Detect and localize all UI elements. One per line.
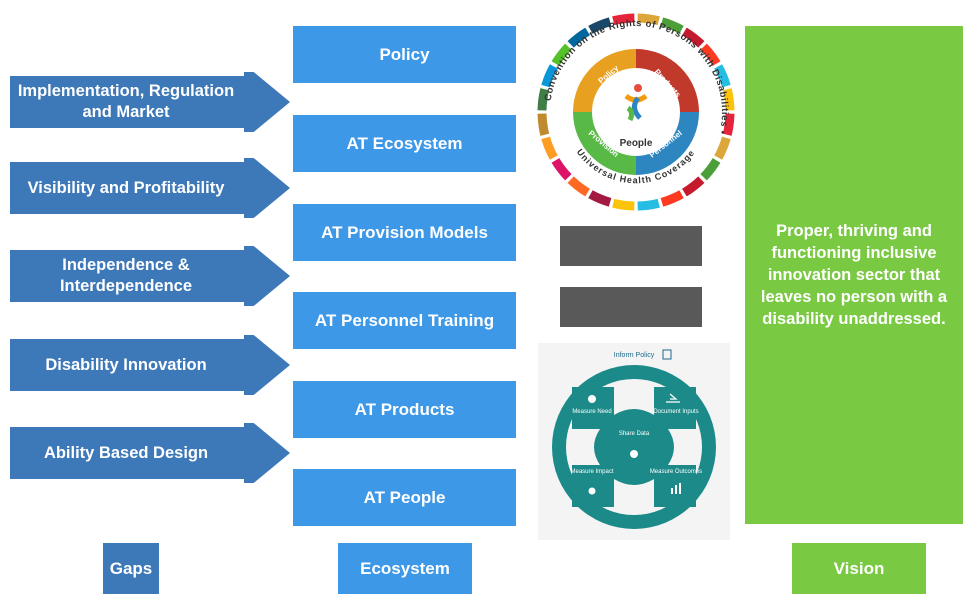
ring-segment <box>537 113 550 136</box>
ecosystem-box-personnel-training: AT Personnel Training <box>293 292 516 349</box>
pie-chart-icon <box>588 395 596 403</box>
ring-segment <box>722 113 735 136</box>
footer-vision: Vision <box>792 543 926 594</box>
ring-segment <box>567 176 590 197</box>
ring-segment <box>700 43 721 66</box>
ring-segment <box>612 13 635 26</box>
gap-label: Ability Based Design <box>43 443 209 462</box>
bar-chart-icon <box>671 483 681 494</box>
ring-segment <box>567 27 590 48</box>
gap-label: Independence & Interdependence <box>59 256 193 295</box>
ring-segment <box>541 64 558 88</box>
ring-segment <box>722 88 735 111</box>
ring-segment <box>682 176 705 197</box>
ecosystem-box-provision-models: AT Provision Models <box>293 204 516 261</box>
ring-segment <box>551 158 572 181</box>
gate-wheel-diagram: Convention on the Rights of Persons with… <box>537 13 735 211</box>
ring-segment <box>637 13 660 26</box>
gap-arrow-1: Implementation, Regulation and Market <box>10 72 290 132</box>
ecosystem-box-policy: Policy <box>293 26 516 83</box>
people-logo <box>624 84 648 122</box>
ecosystem-box-people: AT People <box>293 469 516 526</box>
sdg-color-ring <box>537 13 735 211</box>
quadrant-measure-outcomes: Measure Outcomes <box>650 469 702 475</box>
ring-segment <box>541 136 558 160</box>
ring-segment <box>660 17 684 34</box>
ring-segment <box>714 64 731 88</box>
equals-bar-top <box>560 226 702 266</box>
vision-box: Proper, thriving and functioning inclusi… <box>745 26 963 524</box>
gap-arrow-5: Ability Based Design <box>10 423 290 483</box>
quadrant-measure-impact: Measure Impact <box>570 469 613 475</box>
ring-segment <box>714 136 731 160</box>
ring-segment <box>551 43 572 66</box>
share-icon <box>630 450 638 458</box>
footer-gaps: Gaps <box>103 543 159 594</box>
gap-arrow-4: Disability Innovation <box>10 335 290 395</box>
inbox-icon <box>666 393 680 403</box>
cycle-center-label: Share Data <box>619 431 650 437</box>
footer-ecosystem: Ecosystem <box>338 543 472 594</box>
sun-icon <box>588 487 596 495</box>
gap-label: Visibility and Profitability <box>27 178 225 197</box>
equals-bar-bottom <box>560 287 702 327</box>
ring-segment <box>682 27 705 48</box>
cycle-cross <box>572 387 696 507</box>
quadrant-measure-need: Measure Need <box>572 409 611 415</box>
ring-segment <box>537 88 550 111</box>
ring-segment <box>700 158 721 181</box>
ring-segment <box>637 198 660 211</box>
data-cycle-diagram: Inform Policy Measure Need Document Inpu… <box>552 349 716 529</box>
gap-arrow-3: Independence & Interdependence <box>10 246 290 306</box>
document-icon <box>662 349 672 360</box>
ecosystem-box-products: AT Products <box>293 381 516 438</box>
ecosystem-box-at-ecosystem: AT Ecosystem <box>293 115 516 172</box>
gap-arrow-2: Visibility and Profitability <box>10 158 290 218</box>
wheel-center-label: People <box>620 138 653 149</box>
ring-segment <box>588 17 612 34</box>
ring-segment <box>588 190 612 207</box>
gap-label: Disability Innovation <box>45 355 207 374</box>
ring-segment <box>612 198 635 211</box>
quadrant-document-inputs: Document Inputs <box>653 409 698 415</box>
ring-segment <box>660 190 684 207</box>
gap-label: Implementation, Regulation and Market <box>17 82 235 121</box>
cycle-top-label: Inform Policy <box>614 352 655 359</box>
